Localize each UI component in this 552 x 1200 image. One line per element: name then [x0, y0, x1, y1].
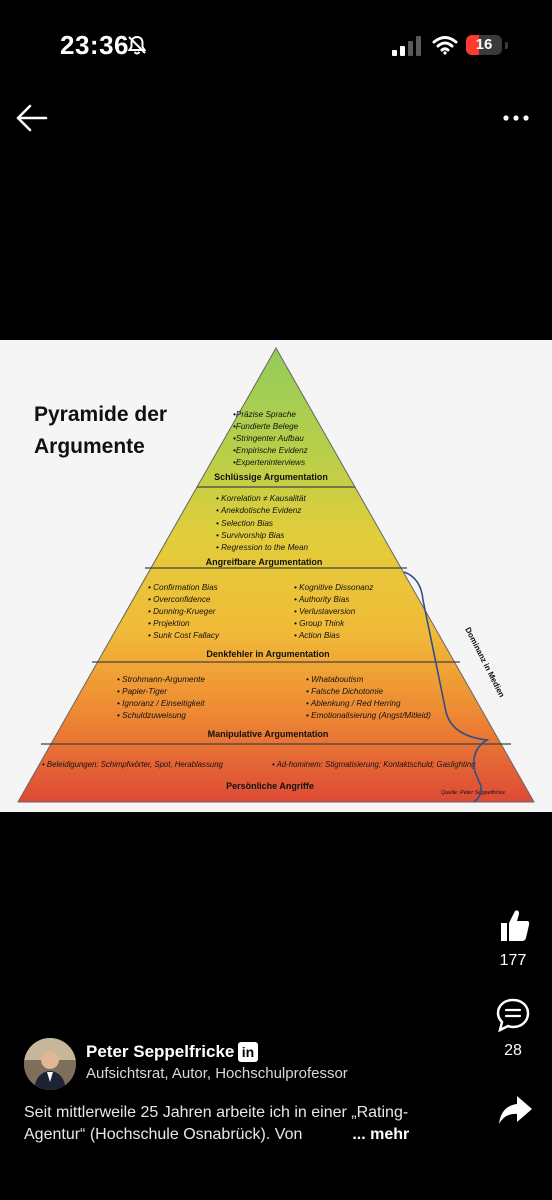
tier-item: • Papier-Tiger — [117, 687, 167, 696]
tier-title: Schlüssige Argumentation — [214, 472, 328, 482]
tier-item: • Beleidigungen: Schimpfwörter, Spot, He… — [42, 760, 224, 769]
cellular-signal-icon — [392, 36, 421, 56]
tier-item: • Dunning-Krueger — [148, 607, 216, 616]
tier-title: Angreifbare Argumentation — [206, 557, 323, 567]
like-count: 177 — [499, 952, 527, 969]
back-button[interactable] — [14, 100, 54, 136]
more-dots-icon — [503, 115, 529, 121]
battery-level-fill — [466, 35, 479, 55]
status-bar: 23:36 16 — [0, 0, 552, 90]
battery-indicator: 16 — [466, 35, 502, 55]
caption-line-2: Agentur“ (Hochschule Osnabrück). Von ... … — [24, 1124, 464, 1146]
tier-item: • Schuldzuweisung — [117, 711, 186, 720]
like-button[interactable]: 177 — [488, 905, 538, 970]
tier-item: • Selection Bias — [216, 519, 273, 528]
pyramid-infographic: Pyramide der Argumente •Präzise Sprache … — [0, 340, 552, 812]
share-button[interactable] — [490, 1090, 540, 1135]
tier-item: • Emotionalisierung (Angst/Mitleid) — [306, 711, 431, 720]
tier-item: • Projektion — [148, 619, 190, 628]
arrow-left-icon — [16, 104, 48, 132]
comment-icon — [496, 998, 530, 1033]
infographic-title-line1: Pyramide der — [34, 403, 167, 426]
avatar-photo — [24, 1038, 76, 1090]
tier-item: • Group Think — [294, 619, 345, 628]
more-options-button[interactable] — [496, 105, 536, 131]
infographic-source: Quelle: Peter Seppelfricke — [441, 790, 505, 796]
infographic-title-line2: Argumente — [34, 435, 145, 458]
comment-count: 28 — [504, 1042, 522, 1059]
caption-line-1: Seit mittlerweile 25 Jahren arbeite ich … — [24, 1104, 409, 1121]
tier-item: • Regression to the Mean — [216, 543, 309, 552]
tier-item: • Whataboutism — [306, 675, 364, 684]
tier-item: • Verlustaversion — [294, 607, 356, 616]
tier-item: • Sunk Cost Fallacy — [148, 631, 220, 640]
see-more-link[interactable]: ... mehr — [352, 1126, 410, 1143]
post-caption: Seit mittlerweile 25 Jahren arbeite ich … — [24, 1102, 464, 1146]
status-time: 23:36 — [60, 30, 129, 60]
tier-item: • Korrelation ≠ Kausalität — [216, 494, 306, 503]
tier-item: • Ignoranz / Einseitigkeit — [117, 699, 205, 708]
tier-denkfehler: • Confirmation Bias • Overconfidence • D… — [148, 583, 373, 659]
tier-persoenliche-angriffe: • Beleidigungen: Schimpfwörter, Spot, He… — [42, 760, 505, 796]
author-name[interactable]: Peter Seppelfricke — [86, 1042, 235, 1061]
tier-item: • Action Bias — [294, 631, 340, 640]
tier-manipulative-argumentation: • Strohmann-Argumente • Papier-Tiger • I… — [117, 675, 431, 739]
tier-title: Denkfehler in Argumentation — [206, 649, 329, 659]
tier-item: • Overconfidence — [148, 595, 211, 604]
tier-item: •Empirische Evidenz — [233, 446, 308, 455]
caption-line-2-text: Agentur“ (Hochschule Osnabrück). Von — [24, 1126, 303, 1143]
bell-muted-icon — [127, 35, 147, 55]
tier-item: •Fundierte Belege — [233, 422, 299, 431]
post-image[interactable]: Pyramide der Argumente •Präzise Sprache … — [0, 340, 552, 812]
share-icon — [499, 1096, 532, 1124]
battery-percent: 16 — [475, 36, 493, 53]
tier-item: • Strohmann-Argumente — [117, 675, 205, 684]
tier-item: • Authority Bias — [294, 595, 349, 604]
thumbs-up-icon — [501, 910, 530, 941]
comment-button[interactable]: 28 — [488, 995, 538, 1060]
tier-item: • Survivorship Bias — [216, 531, 284, 540]
tier-title: Persönliche Angriffe — [226, 781, 314, 791]
tier-item: • Ablenkung / Red Herring — [306, 699, 401, 708]
tier-item: •Stringenter Aufbau — [233, 434, 304, 443]
brace-bracket — [403, 571, 490, 803]
tier-item: •Präzise Sprache — [233, 410, 296, 419]
battery-cap — [505, 42, 508, 49]
tier-item: • Falsche Dichotomie — [306, 687, 383, 696]
author-avatar[interactable] — [24, 1038, 76, 1090]
tier-item: • Ad-hominem: Stigmatisierung; Kontaktsc… — [272, 760, 476, 769]
author-subtitle: Aufsichtsrat, Autor, Hochschulprofessor — [86, 1065, 348, 1082]
linkedin-badge-icon: in — [238, 1042, 258, 1062]
tier-item: • Kognitive Dissonanz — [294, 583, 373, 592]
tier-angreifbare-argumentation: • Korrelation ≠ Kausalität • Anekdotisch… — [206, 494, 323, 567]
wifi-icon — [432, 36, 458, 55]
tier-item: •Experteninterviews — [233, 458, 305, 467]
tier-schluessige-argumentation: •Präzise Sprache •Fundierte Belege •Stri… — [214, 410, 328, 482]
pyramid-shape — [17, 346, 535, 803]
tier-item: • Anekdotische Evidenz — [216, 506, 301, 515]
tier-title: Manipulative Argumentation — [208, 729, 329, 739]
tier-item: • Confirmation Bias — [148, 583, 218, 592]
